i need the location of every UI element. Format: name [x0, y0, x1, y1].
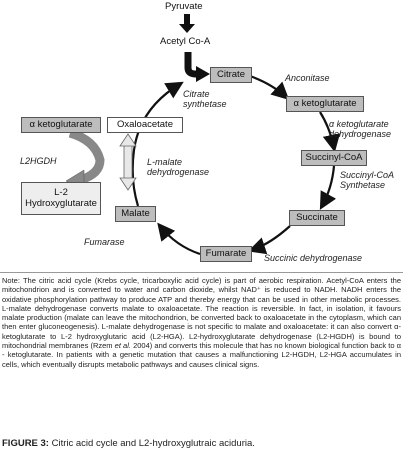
l2-hydroxyglutarate-box: L-2 Hydroxyglutarate [21, 182, 101, 215]
acetyl-coa-label: Acetyl Co-A [160, 36, 211, 47]
succinate-box: Succinate [289, 210, 345, 226]
aconitase-label: Anconitase [285, 73, 330, 83]
note-text-part2: 2004) and converts this molecule that ha… [2, 341, 401, 369]
succinyl-coa-box: Succinyl-CoA [301, 150, 367, 166]
l2-hydroxyglutarate-line2: Hydroxyglutarate [25, 197, 97, 209]
figure-caption: FIGURE 3: Citric acid cycle and L2-hydro… [2, 438, 255, 449]
figure-note: Note: The citric acid cycle (Krebs cycle… [2, 276, 401, 369]
citrate-synthetase-label: Citrate synthetase [183, 89, 227, 110]
succinic-dehydrogenase-label: Succinic dehydrogenase [264, 253, 363, 263]
alpha-ketoglutarate-box: α ketoglutarate [286, 96, 364, 112]
citrate-box: Citrate [210, 67, 252, 83]
l2hgdh-label: L2HGDH [20, 156, 57, 166]
cycle-circle [131, 74, 341, 256]
note-et-al: et al. [114, 341, 131, 351]
acetyl-to-citrate-arrow [184, 52, 198, 78]
pyruvate-arrow [179, 14, 195, 33]
l2-hydroxyglutarate-line1: L-2 [54, 187, 68, 199]
malate-box: Malate [115, 206, 156, 222]
fumarase-label: Fumarase [84, 237, 125, 247]
oxaloacetate-box: Oxaloacetate [107, 117, 183, 133]
fumarate-box: Fumarate [200, 246, 252, 262]
caption-text: Citric acid cycle and L2-hydroxyglutraic… [48, 438, 255, 449]
l2hgdh-arrow [68, 128, 105, 185]
succinyl-coa-synthetase-label: Succinyl-CoA Synthetase [340, 170, 395, 191]
caption-label: FIGURE 3: [2, 438, 49, 449]
divider [0, 272, 403, 273]
alpha-kg-dehydrogenase-label: α ketoglutarate dehydrogenase [329, 119, 392, 140]
citric-acid-cycle-diagram: Pyruvate Acetyl Co-A Citrate α ketogluta… [20, 1, 395, 263]
pyruvate-label: Pyruvate [165, 1, 203, 12]
alpha-ketoglutarate-side-box: α ketoglutarate [21, 117, 101, 133]
malate-oxaloacetate-double-arrow [119, 133, 137, 191]
note-text-part1: Note: The citric acid cycle (Krebs cycle… [2, 276, 401, 351]
l-malate-dehydrogenase-label: L-malate dehydrogenase [147, 157, 210, 178]
